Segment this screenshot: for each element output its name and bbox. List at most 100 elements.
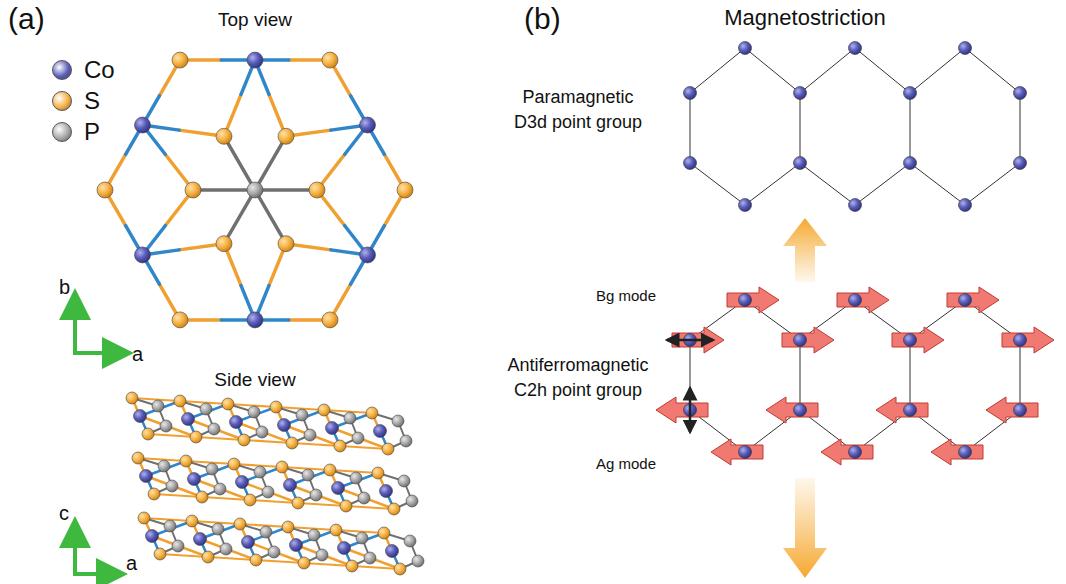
spin-arrow [986, 397, 1038, 423]
point-group-label: D3d point group [514, 113, 642, 133]
axis-a [73, 351, 126, 355]
p-atom [208, 423, 220, 435]
s-atom [244, 494, 256, 506]
lattice-bond [800, 48, 855, 93]
s-atom [298, 557, 310, 569]
s-atom [292, 497, 304, 509]
lattice-bond [690, 93, 691, 163]
s-atom [282, 521, 294, 533]
co-atom [332, 482, 345, 495]
s-atom [174, 395, 186, 407]
s-atom [234, 518, 246, 530]
co-atom [374, 425, 387, 438]
lattice-bond [910, 163, 965, 205]
bond [340, 446, 388, 449]
s-atom [394, 563, 406, 575]
p-atom [356, 532, 368, 544]
mode-label: Ag mode [596, 456, 656, 473]
s-atom [222, 398, 234, 410]
s-atom [322, 312, 338, 328]
bond [224, 190, 255, 244]
s-atom [190, 431, 202, 443]
s-atom [270, 401, 282, 413]
strain-arrow [783, 478, 827, 578]
spin-arrow [837, 287, 889, 313]
ag-mode-arrow [689, 388, 692, 432]
axis-label: a [126, 552, 137, 574]
bond [154, 494, 202, 497]
bond [148, 434, 196, 437]
co-atom [247, 52, 263, 68]
p-atom [302, 469, 314, 481]
bond [202, 497, 250, 500]
co-atom [739, 42, 752, 55]
bond [292, 443, 340, 446]
p-atom [247, 182, 263, 198]
p-atom [358, 492, 370, 504]
s-atom [250, 554, 262, 566]
bg-mode-arrow [667, 339, 713, 342]
bond [255, 190, 286, 244]
spin-arrow [766, 397, 818, 423]
co-atom [1014, 87, 1027, 100]
legend-text: Co [84, 57, 115, 83]
s-atom [180, 455, 192, 467]
view-title: Top view [218, 10, 292, 31]
mode-label: Bg mode [596, 288, 656, 305]
lattice-bond [800, 163, 855, 205]
s-atom [202, 551, 214, 563]
p-atom [350, 472, 362, 484]
bond [304, 563, 352, 566]
p-atom [200, 403, 212, 415]
s-atom [382, 443, 394, 455]
panel-title: Magnetostriction [724, 6, 885, 30]
p-atom [398, 475, 410, 487]
p-atom [352, 432, 364, 444]
bond [250, 500, 298, 503]
bond [352, 566, 400, 569]
p-atom [400, 435, 412, 447]
p-atom [316, 549, 328, 561]
s-atom [172, 312, 188, 328]
co-atom [959, 199, 972, 212]
p-atom [412, 555, 424, 567]
spin-arrow [876, 397, 928, 423]
s-atom [388, 503, 400, 515]
s-atom [330, 524, 342, 536]
lattice-bond [1020, 340, 1021, 410]
co-atom [684, 157, 697, 170]
p-atom [364, 552, 376, 564]
s-atom [322, 52, 338, 68]
p-atom [214, 483, 226, 495]
p-atom [220, 543, 232, 555]
spin-arrow [947, 287, 999, 313]
spin-arrow [1002, 327, 1054, 353]
p-atom [304, 429, 316, 441]
co-atom [278, 419, 291, 432]
phase-label: Paramagnetic [522, 88, 633, 108]
lattice-bond [965, 48, 1020, 93]
spin-arrow [782, 327, 834, 353]
bond [255, 136, 286, 190]
p-atom [206, 463, 218, 475]
co-atom [904, 404, 917, 417]
legend-swatch [52, 122, 72, 142]
co-atom [684, 87, 697, 100]
s-atom [97, 182, 113, 198]
s-atom [148, 488, 160, 500]
s-atom [278, 128, 294, 144]
p-atom [164, 520, 176, 532]
co-atom [188, 473, 201, 486]
spin-arrow [821, 439, 873, 465]
spin-arrow [656, 397, 708, 423]
legend-swatch [52, 91, 72, 111]
axis-label: c [59, 502, 69, 524]
p-atom [152, 400, 164, 412]
co-atom [794, 87, 807, 100]
co-atom [739, 446, 752, 459]
co-atom [146, 530, 159, 543]
co-atom [849, 446, 862, 459]
honeycomb [656, 287, 1054, 465]
co-atom [140, 470, 153, 483]
lattice-bond [745, 163, 800, 205]
